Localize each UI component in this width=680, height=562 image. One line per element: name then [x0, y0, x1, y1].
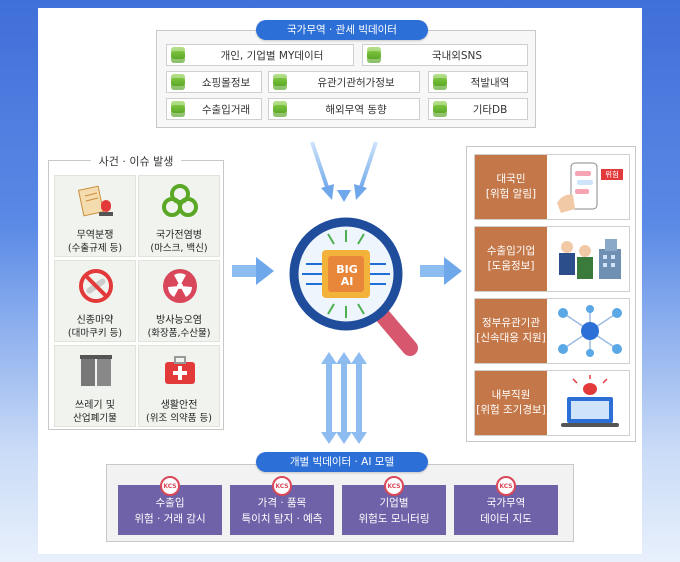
database-icon — [433, 74, 447, 90]
document-alarm-icon — [77, 185, 113, 217]
database-icon — [171, 101, 185, 117]
event-radiation: 방사능오염 (화장품,수산물) — [138, 260, 220, 342]
database-icon — [273, 74, 287, 90]
network-icon — [558, 305, 622, 357]
data-source-overseas-trends: 해외무역 동향 — [268, 98, 420, 120]
customs-seal-icon: KCS — [496, 476, 516, 496]
danger-badge: 위험 — [605, 170, 619, 179]
data-source-shopping-mall: 쇼핑몰정보 — [166, 71, 262, 93]
events-title: 사건 · 이슈 발생 — [48, 153, 224, 169]
database-icon — [367, 47, 381, 63]
beneficiary-companies: 수출입기업[도움정보] — [474, 226, 630, 292]
business-people-icon — [559, 239, 621, 279]
laptop-siren-icon — [561, 375, 619, 427]
event-trade-dispute: 무역분쟁 (수출규제 등) — [54, 175, 136, 257]
bidirectional-arrows-icon — [321, 352, 367, 444]
ai-models-title: 개별 빅데이터 · AI 모델 — [256, 452, 428, 472]
data-source-sns: 국내외SNS — [362, 44, 528, 66]
event-epidemic: 국가전염병 (마스크, 백신) — [138, 175, 220, 257]
event-waste: 쓰레기 및 산업폐기물 — [54, 345, 136, 427]
customs-seal-icon: KCS — [384, 476, 404, 496]
trash-bins-icon — [80, 355, 112, 386]
data-source-seizures: 적발내역 — [428, 71, 528, 93]
beneficiary-staff: 내부직원[위험 조기경보] — [474, 370, 630, 436]
biohazard-icon — [162, 184, 198, 217]
beneficiary-public: 대국민[위험 알림] 위험 — [474, 154, 630, 220]
big-ai-chip-label: BIG AI — [336, 263, 358, 288]
event-new-drugs: 신종마약 (대마쿠키 등) — [54, 260, 136, 342]
customs-seal-icon: KCS — [272, 476, 292, 496]
right-arrow-icon — [232, 257, 274, 285]
customs-seal-icon: KCS — [160, 476, 180, 496]
database-icon — [171, 47, 185, 63]
phone-alert-icon — [557, 162, 623, 213]
radiation-icon — [163, 269, 197, 303]
database-icon — [273, 101, 287, 117]
event-safety: 생활안전 (위조 의약품 등) — [138, 345, 220, 427]
data-source-permits: 유관기관허가정보 — [268, 71, 420, 93]
beneficiary-agencies: 정부유관기관[신속대응 지원] — [474, 298, 630, 364]
big-ai-magnifier — [289, 217, 418, 356]
first-aid-kit-icon — [165, 356, 195, 384]
database-icon — [433, 101, 447, 117]
data-source-import-export: 수출입거래 — [166, 98, 262, 120]
data-source-my-data: 개인, 기업별 MY데이터 — [166, 44, 354, 66]
data-sources-title: 국가무역 · 관세 빅데이터 — [256, 20, 428, 40]
database-icon — [171, 74, 185, 90]
down-arrows-icon — [310, 140, 378, 202]
data-source-other-db: 기타DB — [428, 98, 528, 120]
no-drugs-icon — [79, 269, 113, 303]
right-arrow-icon — [420, 257, 462, 285]
